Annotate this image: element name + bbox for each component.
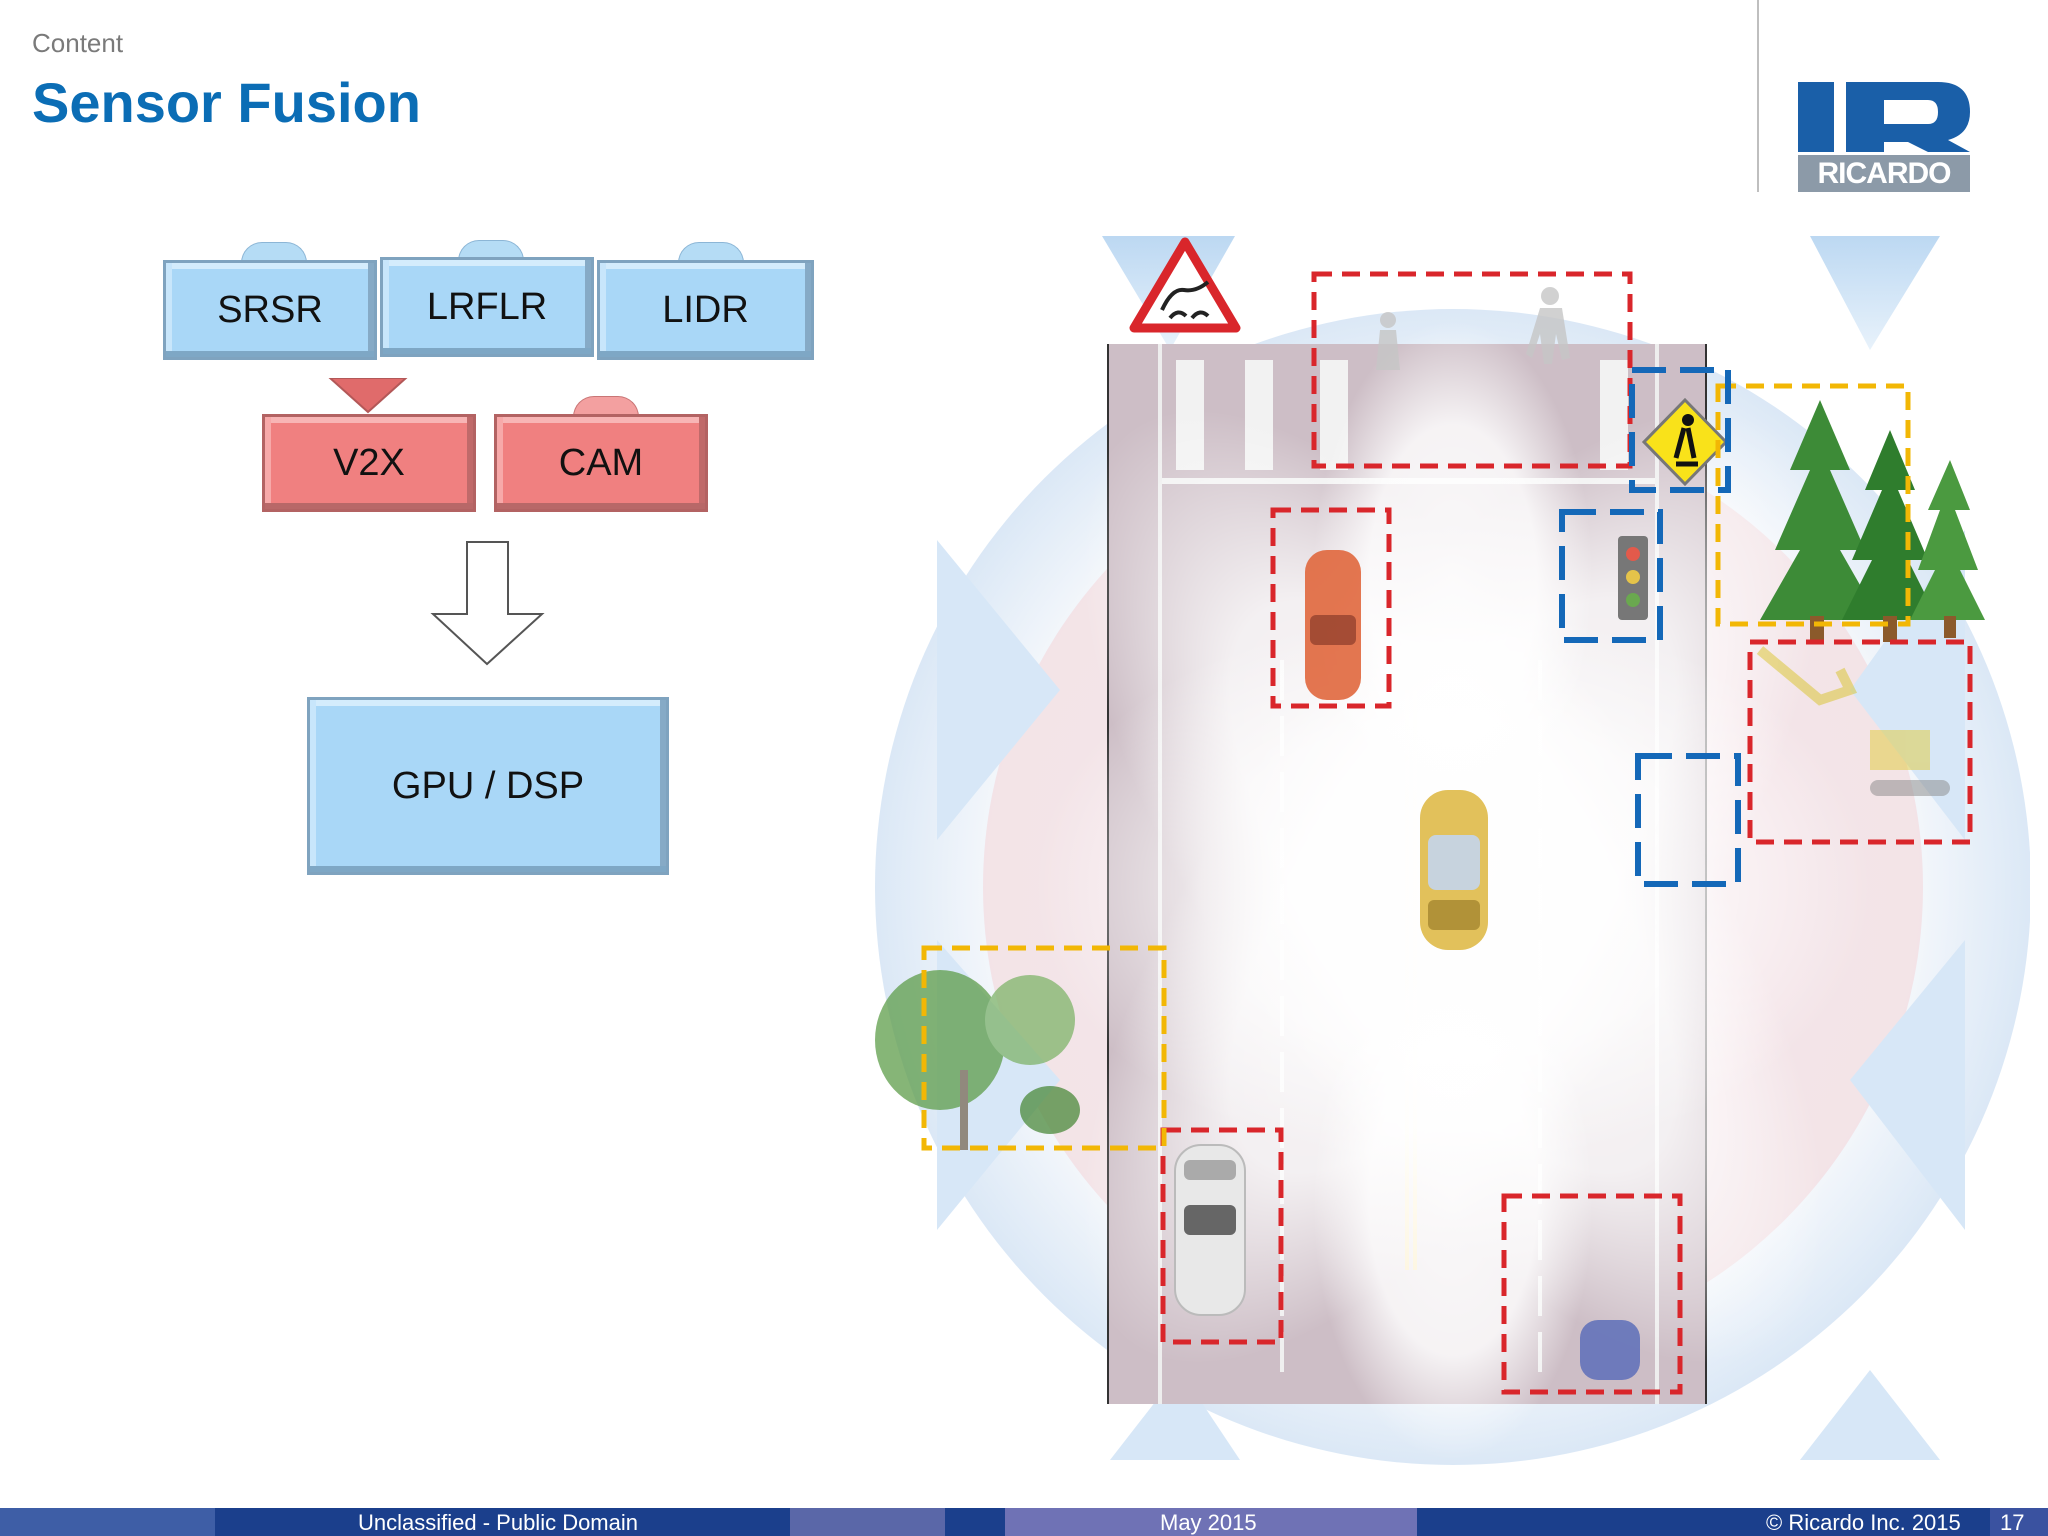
sensor-label: CAM xyxy=(558,441,644,484)
bush-icon xyxy=(875,970,1080,1150)
detection-box-bush xyxy=(921,945,1167,1151)
footer-bar: Unclassified - Public Domain May 2015 © … xyxy=(0,1508,2048,1536)
sensor-box-lrflr: LRFLR xyxy=(380,257,594,357)
sensor-label: V2X xyxy=(333,441,405,484)
sensor-box-cam: CAM xyxy=(494,414,708,512)
detection-box-crossing-sign xyxy=(1629,367,1731,493)
sensor-label: SRSR xyxy=(217,288,323,331)
detection-box-traffic-light xyxy=(1559,509,1663,643)
down-arrow-icon xyxy=(430,541,545,666)
section-label: Content xyxy=(32,28,124,58)
sensor-label: LRFLR xyxy=(426,285,548,328)
footer-segment xyxy=(1005,1508,1417,1536)
pedestrian-crossing-sign-icon xyxy=(1641,397,1729,487)
detection-box-trees xyxy=(1715,383,1911,627)
detection-box-unknown xyxy=(1635,753,1741,887)
logo-text: RICARDO xyxy=(1798,155,1970,192)
blue-car-icon xyxy=(1580,1320,1640,1380)
footer-segment xyxy=(1990,1508,2048,1536)
page-number: 17 xyxy=(2000,1510,2025,1535)
footer-date: May 2015 xyxy=(1160,1510,1257,1535)
sensor-box-lidr: LIDR xyxy=(597,260,814,360)
detection-box-blue-car xyxy=(1501,1193,1683,1395)
detection-box-red-car xyxy=(1270,507,1392,709)
page-title: Sensor Fusion xyxy=(32,71,421,134)
white-car-icon xyxy=(1174,1144,1246,1316)
footer-segment xyxy=(0,1508,215,1536)
pedestrian-icon xyxy=(1376,287,1570,370)
detection-box-white-car xyxy=(1160,1127,1284,1345)
ego-car-icon xyxy=(1420,790,1488,950)
footer-classification: Unclassified - Public Domain xyxy=(358,1510,638,1535)
detection-box-excavator xyxy=(1747,639,1973,845)
footer-segment xyxy=(790,1508,945,1536)
red-car-icon xyxy=(1305,550,1361,700)
ricardo-logo xyxy=(1798,82,1970,152)
sensor-box-v2x: V2X xyxy=(262,414,476,512)
sensor-box-srsr: SRSR xyxy=(163,260,377,360)
sensor-label: LIDR xyxy=(662,288,749,331)
processor-label: GPU / DSP xyxy=(391,764,585,807)
processor-box: GPU / DSP xyxy=(307,697,669,875)
excavator-icon xyxy=(1756,646,1950,796)
footer-copyright: © Ricardo Inc. 2015 xyxy=(1766,1510,1961,1535)
pine-trees-icon xyxy=(1760,400,1985,642)
header-divider xyxy=(1757,0,1759,192)
detection-box-pedestrians xyxy=(1311,271,1633,469)
traffic-light-icon xyxy=(1618,536,1648,620)
slippery-road-sign-icon xyxy=(1129,237,1241,333)
v2x-antenna-icon xyxy=(328,378,408,414)
sensor-coverage-scene xyxy=(875,236,2030,1465)
